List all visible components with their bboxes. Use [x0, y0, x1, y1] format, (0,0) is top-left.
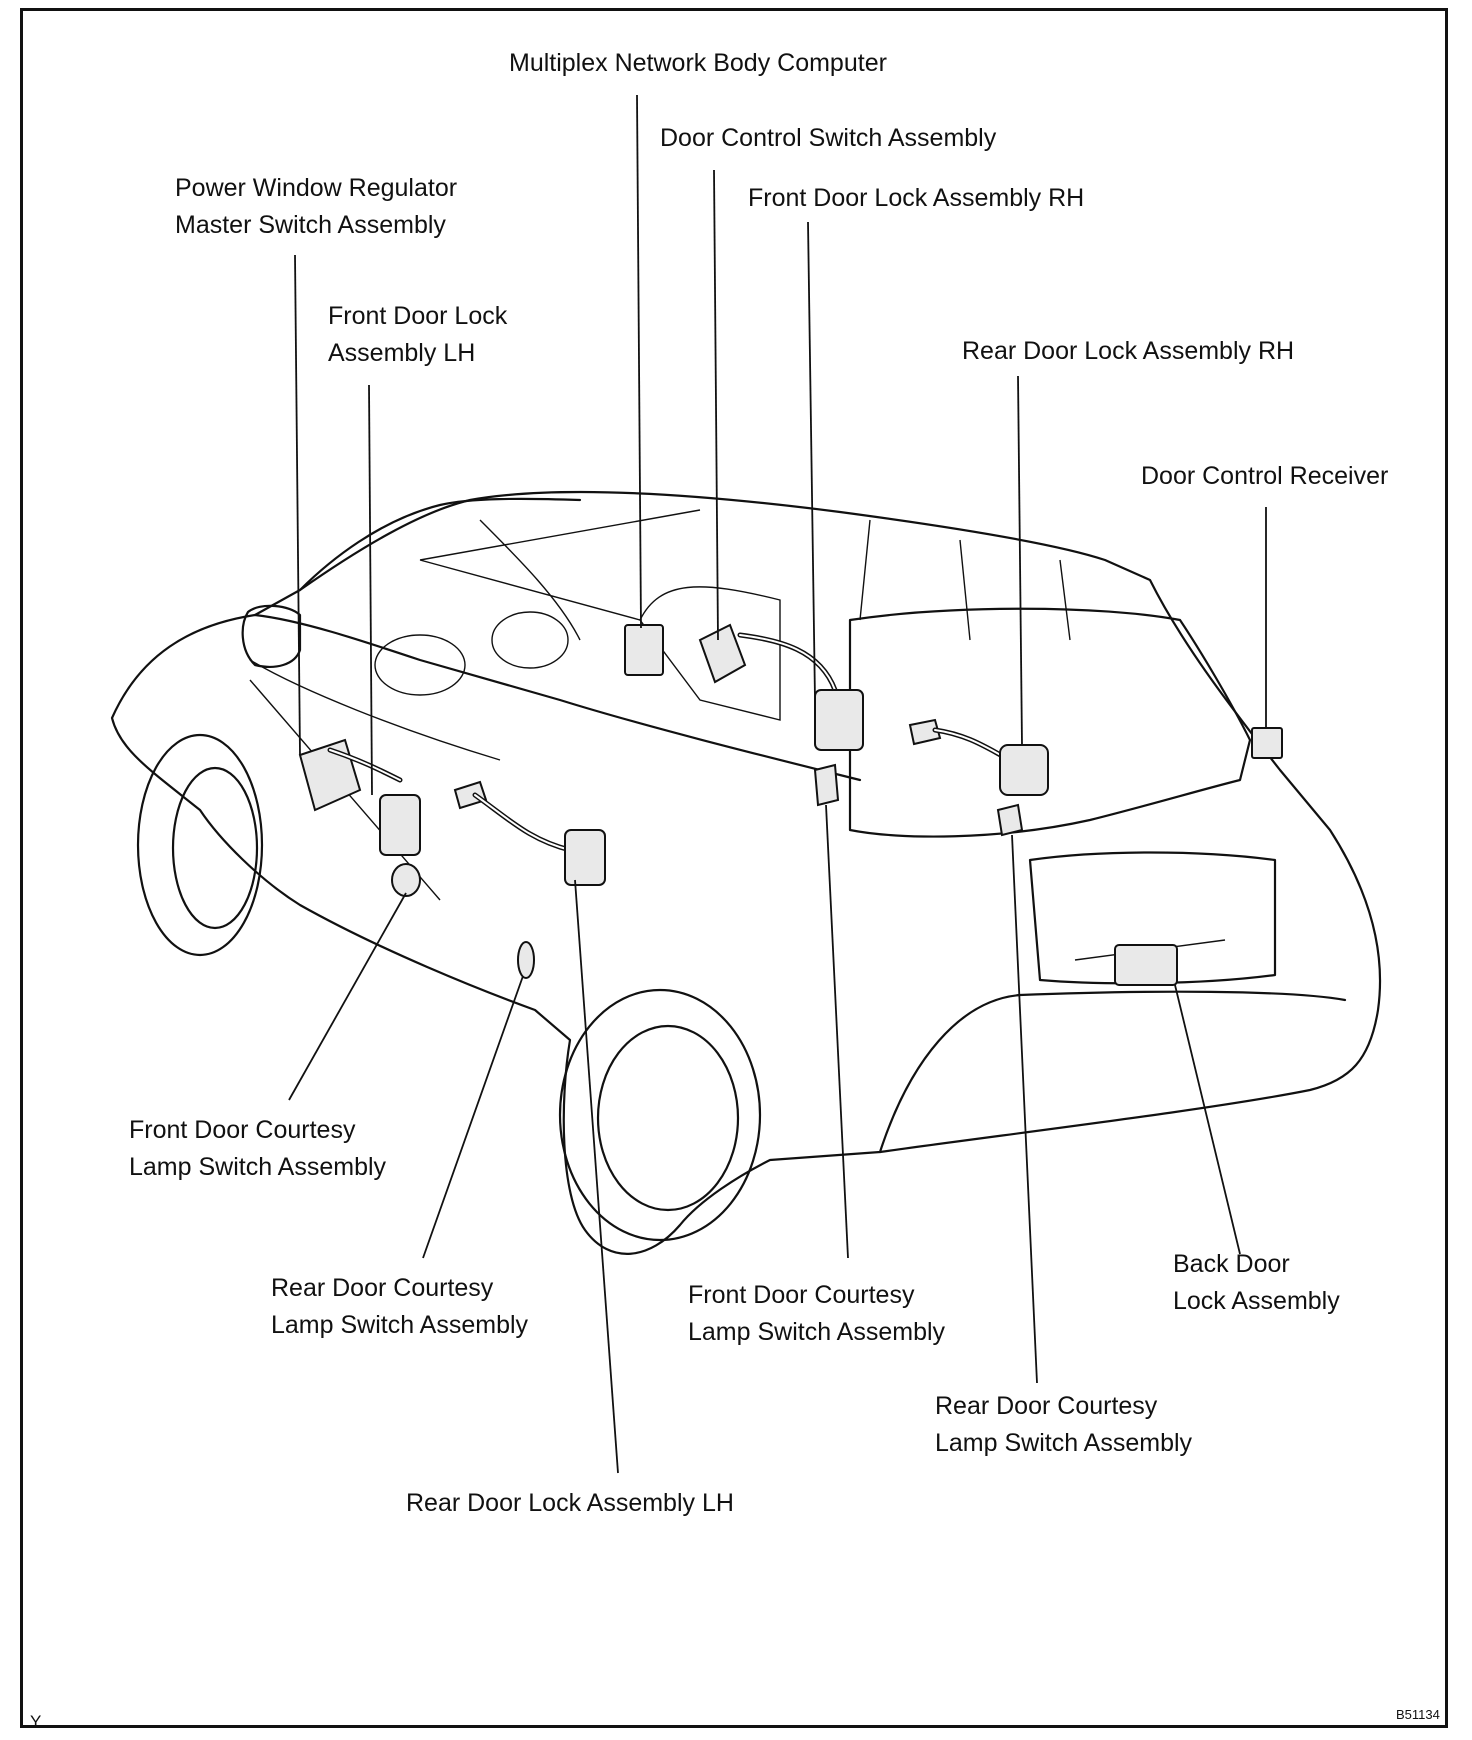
leader-rear-courtesy-left	[422, 975, 524, 1259]
label-line-1: Rear Door Courtesy	[935, 1392, 1158, 1420]
label-line-2: Assembly LH	[328, 339, 476, 367]
label-text: Door Control Receiver	[1141, 462, 1389, 490]
leader-lines	[288, 94, 1267, 1474]
label-rear-door-lock-assembly-lh: Rear Door Lock Assembly LH	[406, 1485, 734, 1522]
label-line-1: Back Door	[1173, 1250, 1290, 1278]
leader-rear-lock-rh	[1017, 375, 1023, 746]
label-front-door-courtesy-lamp-switch-left: Front Door Courtesy Lamp Switch Assembly	[129, 1112, 386, 1186]
label-rear-door-courtesy-lamp-switch-right: Rear Door Courtesy Lamp Switch Assembly	[935, 1388, 1192, 1462]
label-rear-door-lock-assembly-rh: Rear Door Lock Assembly RH	[962, 333, 1294, 370]
label-door-control-switch-assembly: Door Control Switch Assembly	[660, 120, 996, 157]
leader-front-courtesy-right	[825, 804, 849, 1259]
leader-power-window-switch	[294, 254, 301, 756]
label-text: Door Control Switch Assembly	[660, 124, 997, 152]
leader-body-computer	[636, 94, 642, 629]
front-wheel	[136, 733, 264, 957]
label-text: Multiplex Network Body Computer	[509, 49, 887, 77]
leader-rear-courtesy-right	[1011, 834, 1038, 1384]
label-text: Rear Door Lock Assembly LH	[406, 1489, 734, 1517]
multiplex-body-computer-part	[624, 624, 664, 676]
front-door-lock-rh-part	[814, 689, 864, 751]
rear-wheel	[558, 988, 762, 1242]
leader-door-control-switch	[713, 169, 719, 641]
label-line-2: Lamp Switch Assembly	[688, 1318, 946, 1346]
label-text: Front Door Lock Assembly RH	[748, 184, 1085, 212]
label-line-1: Front Door Courtesy	[688, 1281, 915, 1309]
label-power-window-regulator-master-switch: Power Window Regulator Master Switch Ass…	[175, 170, 457, 244]
label-line-1: Front Door Courtesy	[129, 1116, 356, 1144]
rear-door-lock-lh-part	[453, 780, 488, 810]
vehicle-body	[110, 490, 1382, 1255]
label-front-door-lock-assembly-rh: Front Door Lock Assembly RH	[748, 180, 1084, 217]
figure-code: B51134	[1396, 1707, 1440, 1722]
label-line-1: Rear Door Courtesy	[271, 1274, 494, 1302]
leader-back-door-lock	[1174, 984, 1241, 1255]
front-door-lock-lh-part	[379, 794, 421, 856]
label-multiplex-network-body-computer: Multiplex Network Body Computer	[509, 45, 887, 82]
label-line-1: Power Window Regulator	[175, 174, 458, 202]
label-door-control-receiver: Door Control Receiver	[1141, 458, 1388, 495]
vehicle-components	[298, 623, 1283, 986]
label-rear-door-courtesy-lamp-switch-left: Rear Door Courtesy Lamp Switch Assembly	[271, 1270, 528, 1344]
label-line-2: Master Switch Assembly	[175, 211, 446, 239]
leader-front-courtesy-left	[288, 892, 407, 1101]
leader-front-lock-lh	[368, 384, 373, 796]
label-text: Rear Door Lock Assembly RH	[962, 337, 1295, 365]
back-door-lock-part	[1114, 944, 1178, 986]
door-control-receiver-part	[1251, 727, 1283, 759]
label-front-door-lock-assembly-lh: Front Door Lock Assembly LH	[328, 298, 507, 372]
leader-rear-lock-lh	[574, 879, 619, 1474]
corner-mark-y: Y	[30, 1712, 42, 1731]
label-line-2: Lamp Switch Assembly	[271, 1311, 529, 1339]
label-line-1: Front Door Lock	[328, 302, 508, 330]
label-line-2: Lamp Switch Assembly	[935, 1429, 1193, 1457]
label-line-2: Lamp Switch Assembly	[129, 1153, 387, 1181]
leader-front-lock-rh	[807, 221, 816, 701]
door-control-switch-part	[698, 623, 747, 684]
label-back-door-lock-assembly: Back Door Lock Assembly	[1173, 1246, 1340, 1320]
rear-door-lock-rh-part	[999, 744, 1049, 796]
label-line-2: Lock Assembly	[1173, 1287, 1340, 1315]
label-front-door-courtesy-lamp-switch-right: Front Door Courtesy Lamp Switch Assembly	[688, 1277, 945, 1351]
diagram-frame	[20, 8, 1448, 1728]
